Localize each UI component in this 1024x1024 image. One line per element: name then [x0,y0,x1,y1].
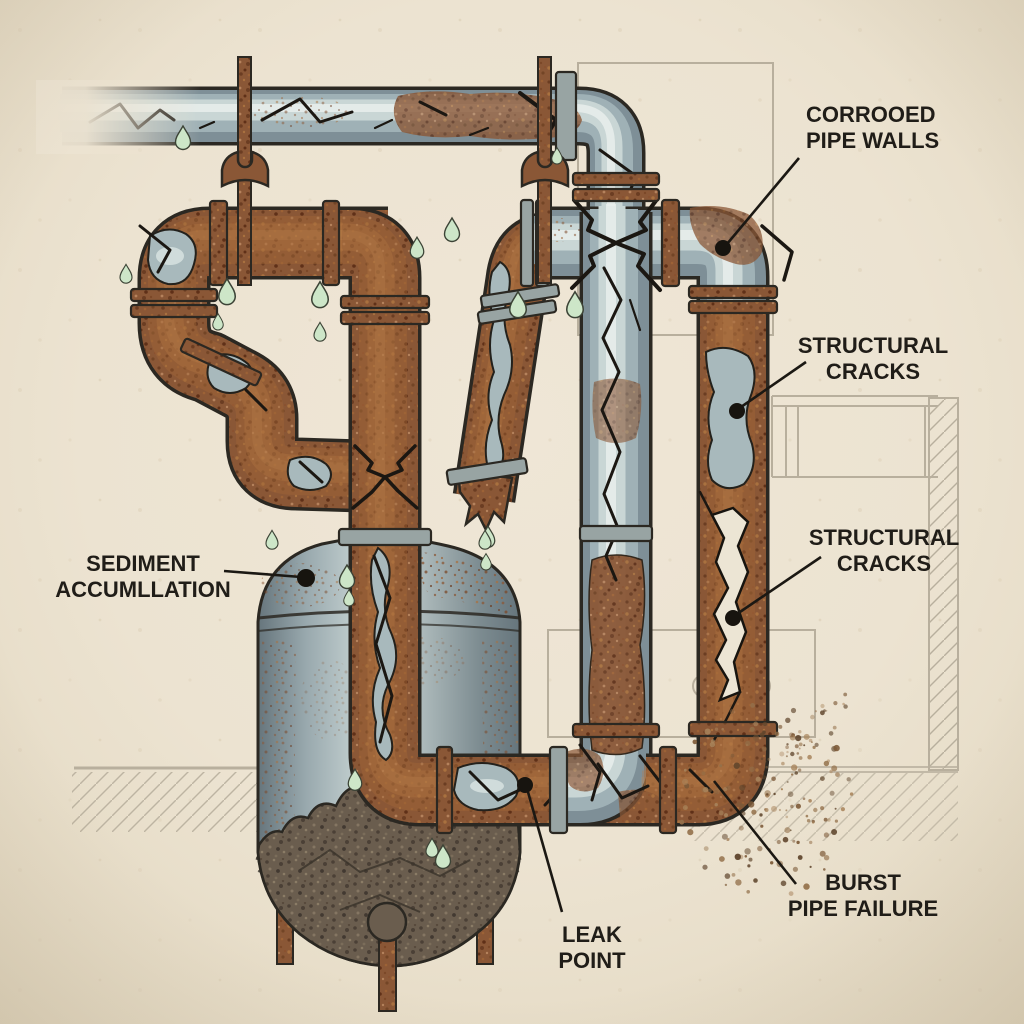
label-burst-pipe-failure: BURST PIPE FAILURE [788,870,938,922]
label-line: SEDIMENT [86,551,200,576]
label-line: CRACKS [836,551,932,576]
label-line: BURST [825,870,901,895]
label-line: PIPE FAILURE [787,896,939,921]
label-corroded-pipe-walls: CORROOED PIPE WALLS [806,102,939,154]
label-line: STRUCTURAL [797,333,949,358]
label-line: LEAK [562,922,622,947]
label-structural-cracks-lower: STRUCTURAL CRACKS [809,525,959,577]
label-line: CORROOED [806,102,936,127]
label-line: POINT [558,948,626,973]
label-line: STRUCTURAL [808,525,960,550]
label-structural-cracks-upper: STRUCTURAL CRACKS [798,333,948,385]
label-sediment-accumulation: SEDIMENT ACCUMLLATION [55,551,231,603]
label-line: ACCUMLLATION [55,577,231,602]
label-line: CRACKS [825,359,921,384]
label-line: PIPE WALLS [806,128,940,153]
label-leak-point: LEAK POINT [558,922,625,974]
